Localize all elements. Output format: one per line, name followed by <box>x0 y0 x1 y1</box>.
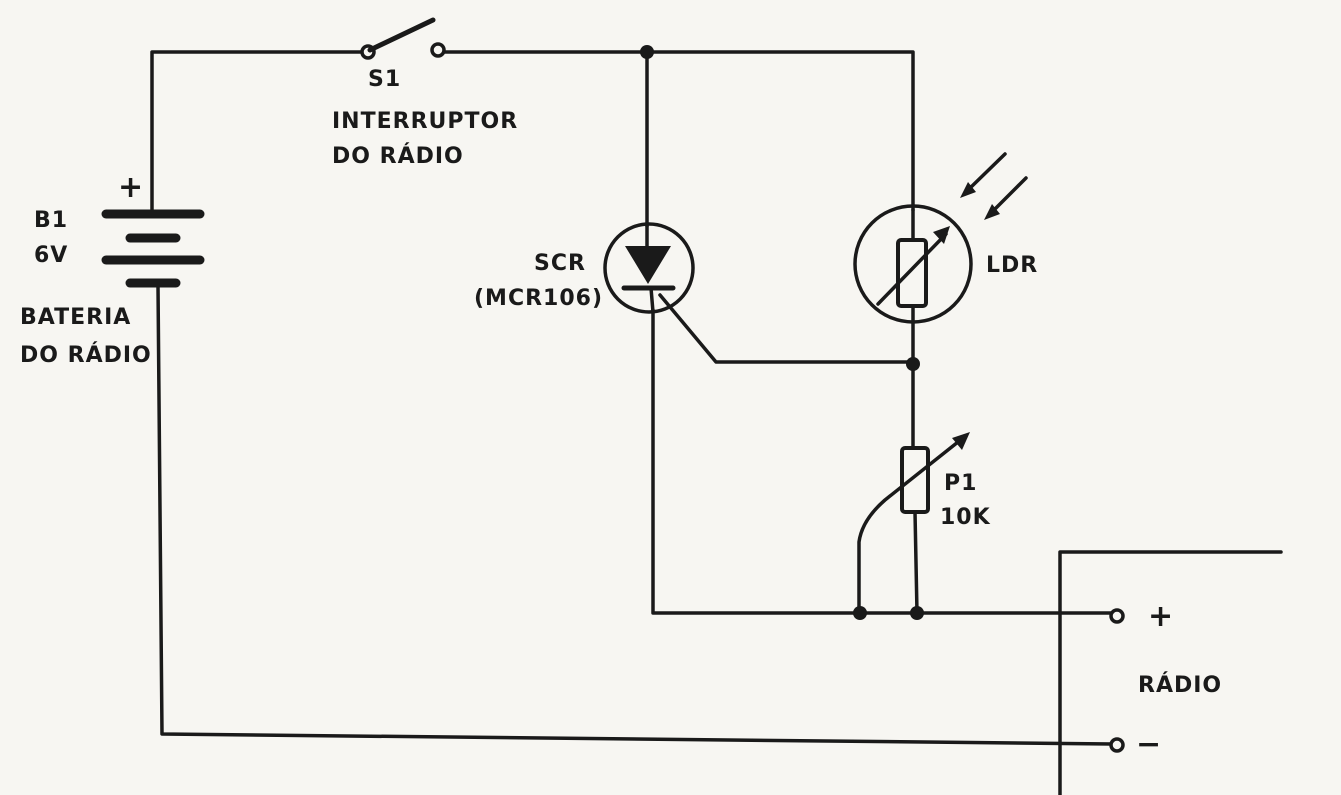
wire-top-left <box>150 50 368 214</box>
wire-pot-bottom <box>913 510 919 615</box>
scr-ref: SCR <box>534 251 586 276</box>
radio-minus: − <box>1136 727 1161 762</box>
radio-label: RÁDIO <box>1138 672 1222 698</box>
switch-name-line1: INTERRUPTOR <box>332 109 518 134</box>
battery-voltage: 6V <box>34 243 68 268</box>
switch-name-line2: DO RÁDIO <box>332 143 464 169</box>
battery-name-line1: BATERIA <box>20 305 131 330</box>
scr-symbol <box>603 222 695 314</box>
pot-ref: P1 <box>944 471 977 496</box>
radio-box <box>1058 550 1283 795</box>
pot-value: 10K <box>940 505 991 530</box>
wire-scr-bottom <box>651 308 1114 615</box>
wire-scr-gate <box>658 293 915 364</box>
junctions <box>640 45 924 620</box>
battery-name-line2: DO RÁDIO <box>20 342 152 368</box>
scr-part: (MCR106) <box>474 286 603 311</box>
switch-symbol <box>360 17 446 60</box>
battery-ref: B1 <box>34 208 68 233</box>
radio-terminals <box>1109 608 1125 753</box>
wires <box>150 50 1283 795</box>
battery-symbol <box>101 209 205 288</box>
ldr-ref: LDR <box>986 253 1038 278</box>
battery-plus: + <box>118 170 143 205</box>
radio-plus: + <box>1148 599 1173 634</box>
wire-top-right <box>438 50 915 212</box>
switch-ref: S1 <box>368 67 401 92</box>
wire-negative <box>156 284 1114 746</box>
potentiometer-symbol <box>857 432 970 615</box>
ldr-symbol <box>853 152 1028 324</box>
